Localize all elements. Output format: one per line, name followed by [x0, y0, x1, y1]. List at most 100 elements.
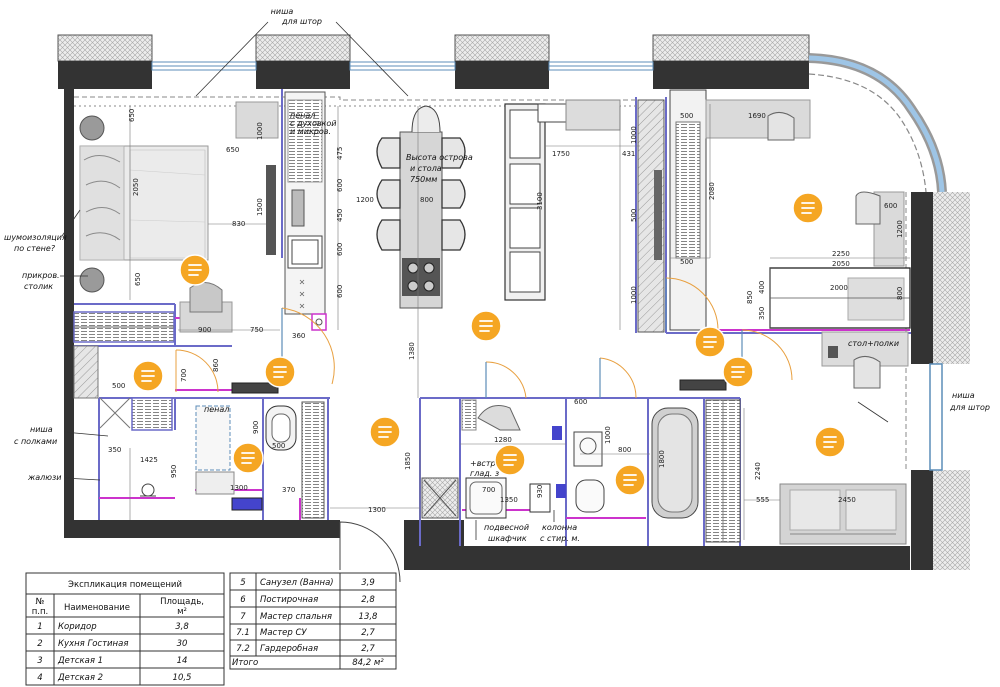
label-niche-right-1: ниша	[952, 391, 975, 400]
comment-icon[interactable]	[722, 356, 754, 388]
dim: 700	[482, 486, 495, 494]
comment-icon[interactable]	[494, 444, 526, 476]
table-cell-area: 14	[177, 656, 188, 666]
table-cell-name: Гардеробная	[260, 644, 318, 654]
room-labels: ниша для штор шумоизоляция по стене? при…	[4, 7, 990, 543]
total-value: 84,2 м²	[352, 658, 384, 668]
dim: 450	[336, 209, 344, 222]
comment-icon[interactable]	[614, 464, 646, 496]
table-cell-no: 2	[37, 639, 42, 649]
table-cell-name: Мастер спальня	[260, 612, 332, 622]
dim: 555	[756, 496, 769, 504]
comment-icon[interactable]	[694, 326, 726, 358]
ac-unit-right	[679, 379, 727, 391]
label-island-2: и стола	[410, 164, 442, 173]
master-bath	[552, 407, 699, 519]
dim: 600	[574, 398, 587, 406]
master-wardrobe	[705, 399, 741, 543]
comment-markers[interactable]	[132, 192, 846, 496]
window-right	[929, 363, 943, 471]
kitchen-island	[399, 105, 443, 309]
comment-icon[interactable]	[232, 442, 264, 474]
desk-left	[235, 101, 279, 139]
dim: 360	[292, 332, 305, 340]
comment-icon[interactable]	[132, 360, 164, 392]
table-cell-no: 7.1	[236, 628, 250, 638]
label-penal-3: и микров.	[290, 127, 331, 136]
dim: 400	[758, 281, 766, 294]
dim: 2450	[838, 496, 856, 504]
tv-left	[266, 165, 276, 255]
comment-icon[interactable]	[470, 310, 502, 342]
dim: 900	[252, 421, 260, 434]
dim: 2250	[832, 250, 850, 258]
label-bedside-2: столик	[24, 282, 53, 291]
comment-icon[interactable]	[814, 426, 846, 458]
dim: 2050	[132, 178, 140, 196]
table-title: Экспликация помещений	[68, 580, 182, 590]
dim: 1380	[408, 342, 416, 360]
door-swings	[175, 277, 793, 583]
comment-icon[interactable]	[264, 356, 296, 388]
comment-icon[interactable]	[369, 416, 401, 448]
col-no: №	[36, 597, 45, 607]
label-penal-2: с духовкой	[290, 119, 336, 128]
dim: 860	[212, 359, 220, 372]
table-cell-name: Санузел (Ванна)	[260, 578, 334, 588]
table-cell-area: 2,7	[361, 644, 375, 654]
comment-icon[interactable]	[179, 254, 211, 286]
explication-table: Экспликация помещений № п.п. Наименовани…	[25, 572, 397, 686]
dim: 2000	[830, 284, 848, 292]
label-niche-shelves-1: ниша	[30, 425, 53, 434]
table-cell-no: 3	[37, 656, 42, 666]
shower-pan	[195, 405, 231, 471]
dim: 1280	[494, 436, 512, 444]
leader-lines	[60, 21, 889, 540]
table-cell-area: 3,8	[175, 622, 189, 632]
dim: 350	[758, 307, 766, 320]
dim: 900	[198, 326, 211, 334]
table-cell-name: Кухня Гостиная	[58, 639, 128, 649]
dim: 2050	[832, 260, 850, 268]
table-cell-no: 4	[37, 673, 42, 683]
table-cell-area: 13,8	[359, 612, 379, 622]
kitchen-counter	[284, 91, 327, 331]
table-cell-name: Коридор	[58, 622, 97, 632]
dimension-texts: 650 2050 650 650 830 1500 1000 900 750 3…	[108, 109, 904, 514]
dim: 500	[680, 112, 693, 120]
table-cell-name: Мастер СУ	[260, 628, 307, 638]
bath-left	[140, 401, 325, 519]
living-wardrobe	[637, 89, 707, 333]
dim: 431	[622, 150, 635, 158]
dim: 800	[896, 287, 904, 300]
master-bed	[779, 483, 907, 545]
bedside-lamp-bottom	[79, 267, 105, 293]
label-hanging-1: подвесной	[484, 523, 529, 532]
col-name: Наименование	[64, 603, 130, 613]
dim: 1000	[630, 286, 638, 304]
table-cell-no: 7.2	[236, 644, 250, 654]
label-niche-top-1: ниша	[271, 7, 294, 16]
label-noise-2: по стене?	[14, 244, 56, 253]
dim: 800	[618, 446, 631, 454]
label-noise-1: шумоизоляция	[4, 233, 67, 242]
comment-icon[interactable]	[792, 192, 824, 224]
table-cell-name: Постирочная	[260, 595, 318, 605]
island-stools	[376, 137, 466, 251]
dim: 950	[170, 465, 178, 478]
dim: 850	[746, 291, 754, 304]
label-hanging-2: шкафчик	[488, 534, 527, 543]
dim: 600	[336, 285, 344, 298]
dim: 1000	[256, 122, 264, 140]
table-cell-area: 3,9	[361, 578, 375, 588]
table-cell-area: 30	[177, 639, 188, 649]
label-niche-shelves-2: с полками	[14, 437, 57, 446]
table-cell-area: 2,7	[361, 628, 375, 638]
dim: 370	[282, 486, 295, 494]
bedside-lamp-top	[79, 115, 105, 141]
table-cell-name: Детская 1	[57, 656, 103, 666]
laundry-room	[421, 399, 551, 519]
table-cell-area: 10,5	[173, 673, 192, 683]
bed-left	[79, 145, 209, 261]
label-island-3: 750мм	[410, 175, 437, 184]
